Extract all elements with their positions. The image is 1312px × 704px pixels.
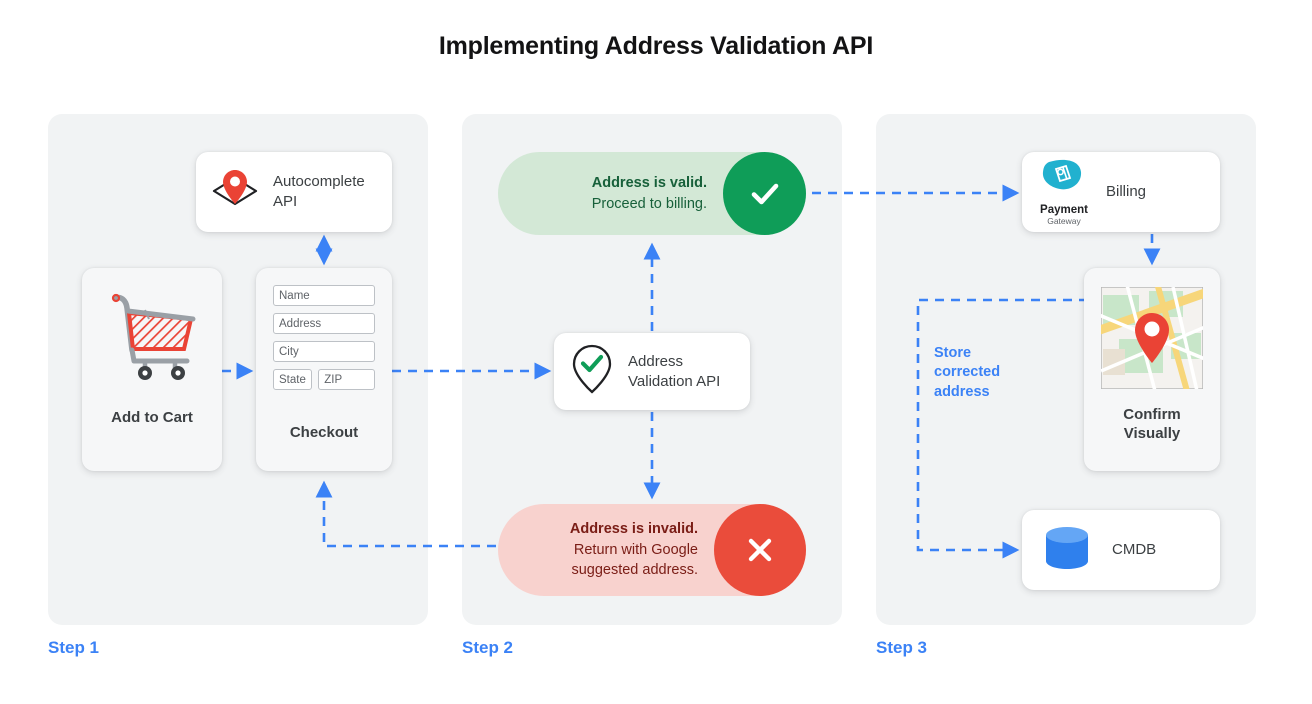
map-thumbnail-icon bbox=[1095, 282, 1207, 394]
page-title: Implementing Address Validation API bbox=[438, 32, 874, 60]
address-valid-pill: Address is valid. Proceed to billing. bbox=[498, 152, 806, 235]
autocomplete-api-card[interactable]: Autocomplete API bbox=[196, 152, 392, 232]
name-field[interactable]: Name bbox=[273, 285, 375, 306]
payment-gateway-logo-line2: Gateway bbox=[1047, 215, 1081, 226]
x-circle-icon bbox=[714, 504, 806, 596]
confirm-visually-card[interactable]: Confirm Visually bbox=[1084, 268, 1220, 471]
payment-gateway-logo-line1: Payment bbox=[1040, 203, 1088, 216]
billing-label: Billing bbox=[1106, 183, 1147, 201]
address-field[interactable]: Address bbox=[273, 313, 375, 334]
address-invalid-text: Address is invalid. Return with Google s… bbox=[569, 521, 698, 579]
check-circle-icon bbox=[723, 152, 806, 235]
confirm-visually-caption: Confirm Visually bbox=[1123, 405, 1181, 442]
checkout-caption: Checkout bbox=[289, 424, 359, 441]
cmdb-card[interactable]: CMDB bbox=[1022, 510, 1220, 590]
add-to-cart-caption: Add to Cart bbox=[111, 409, 193, 426]
step-3-label: Step 3 bbox=[876, 638, 928, 657]
step-2-label: Step 2 bbox=[462, 638, 514, 657]
cmdb-label: CMDB bbox=[1112, 541, 1157, 559]
zip-field[interactable]: ZIP bbox=[318, 369, 375, 390]
store-corrected-address-note: Store corrected address bbox=[934, 345, 1001, 400]
shopping-cart-icon bbox=[105, 286, 201, 387]
state-field[interactable]: State bbox=[273, 369, 313, 390]
city-field[interactable]: City bbox=[273, 341, 375, 362]
map-pin-envelope-icon bbox=[208, 164, 262, 221]
address-validation-api-card[interactable]: Address Validation API bbox=[554, 333, 750, 410]
pin-check-icon bbox=[568, 342, 616, 401]
checkout-card[interactable]: Name Address City State ZIP Checkout bbox=[256, 268, 392, 471]
database-cylinder-icon bbox=[1042, 523, 1092, 578]
add-to-cart-card[interactable]: Add to Cart bbox=[82, 268, 222, 471]
payment-gateway-icon: Payment Gateway bbox=[1036, 158, 1092, 226]
address-validation-api-label: Address Validation API bbox=[628, 352, 721, 390]
billing-card[interactable]: Payment Gateway Billing bbox=[1022, 152, 1220, 232]
checkout-form: Name Address City State ZIP bbox=[273, 285, 375, 390]
step-1-label: Step 1 bbox=[48, 638, 100, 657]
address-valid-text: Address is valid. Proceed to billing. bbox=[591, 174, 707, 212]
address-invalid-pill: Address is invalid. Return with Google s… bbox=[498, 504, 806, 596]
autocomplete-api-label: Autocomplete API bbox=[273, 173, 365, 210]
